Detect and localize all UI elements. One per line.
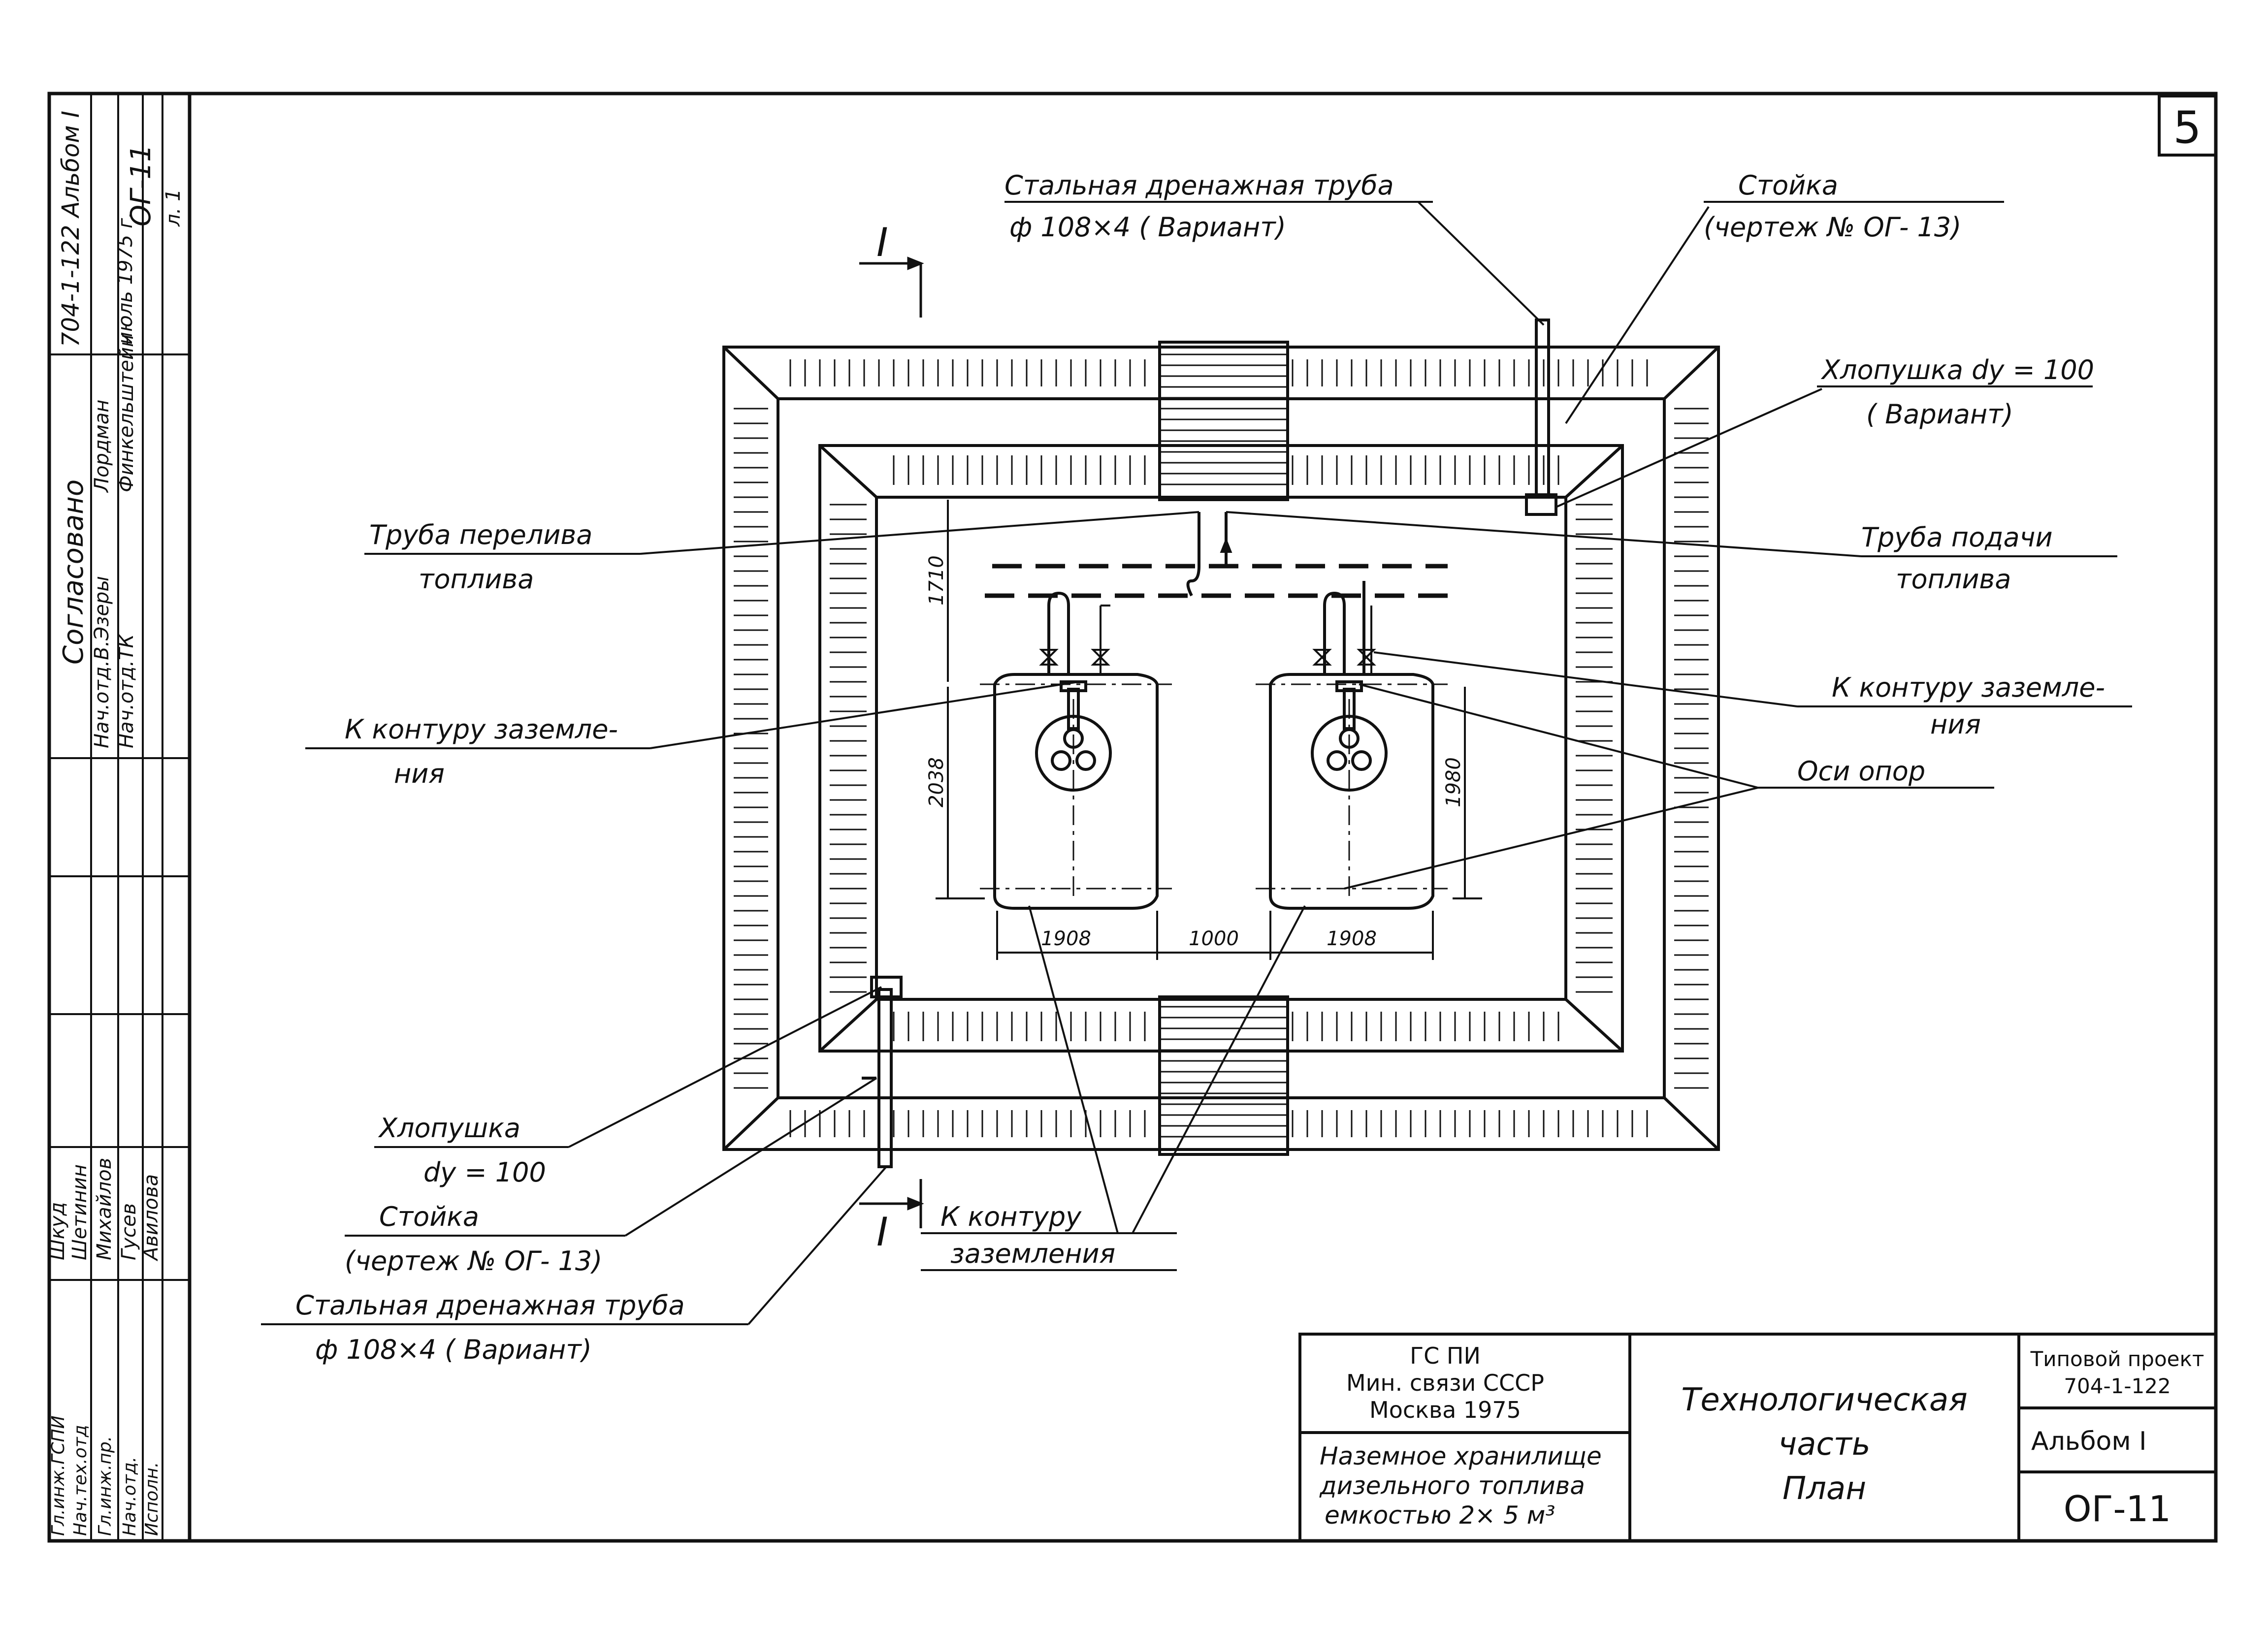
label-stand-top-1: Стойка (1738, 170, 1838, 201)
label-flap-bottom-1: Хлопушка (378, 1113, 520, 1144)
dim-1908-left: 1908 (1041, 927, 1091, 950)
side-role-1: Гл.инж.ГСПИ (48, 1415, 68, 1536)
side-project-ref: 704-1-122 Альбом I (57, 111, 85, 347)
fuel-pipes (985, 564, 1453, 598)
tb-project-1: Типовой проект (2030, 1347, 2204, 1371)
side-name-3: Михайлов (93, 1158, 116, 1260)
section-label-bottom: I (876, 1209, 888, 1255)
label-ground-left-2: ния (394, 758, 445, 789)
side-code: ОГ-11 (125, 144, 157, 226)
side-date: июль 1975 г. (114, 212, 137, 345)
title-block (1298, 1333, 2217, 1542)
label-drain-top-2: ф 108×4 ( Вариант) (1009, 212, 1286, 243)
label-supply-2: топлива (1896, 564, 2011, 595)
dim-2038: 2038 (925, 757, 948, 807)
title-block-text: ГС ПИ Мин. связи СССР Москва 1975 Наземн… (1319, 1342, 2204, 1530)
side-role-4: Нач.отд. (120, 1457, 140, 1536)
tb-code: ОГ-11 (2064, 1488, 2171, 1530)
section-mark-top (859, 256, 924, 318)
outer-frame (47, 92, 2218, 1543)
stairs (1158, 341, 1289, 1156)
side-approver-name-2: Финкельштейн (115, 334, 138, 492)
slope-hatching-sides (734, 408, 1709, 1089)
sheet-number: 5 (2173, 102, 2201, 154)
dim-1000: 1000 (1189, 927, 1239, 950)
side-strip (49, 94, 190, 1541)
stair-treads (1160, 353, 1288, 1138)
labels: Стальная дренажная труба ф 108×4 ( Вариа… (295, 170, 2105, 1365)
side-role-3: Гл.инж.пр. (95, 1436, 115, 1536)
label-flap-bottom-2: dу = 100 (423, 1157, 546, 1188)
tb-org-3: Москва 1975 (1369, 1397, 1521, 1423)
label-ground-bottom-1: К контуру (940, 1201, 1082, 1232)
label-support-axes: Оси опор (1797, 756, 1925, 787)
tb-sheet-title-1: Технологическая (1681, 1382, 1967, 1418)
label-ground-right-1: К контуру заземле- (1832, 672, 2105, 703)
label-flap-top-2: ( Вариант) (1866, 399, 2013, 430)
label-drain-top-1: Стальная дренажная труба (1004, 170, 1394, 201)
label-overflow-2: топлива (419, 564, 534, 595)
drain-pipe-top (1525, 319, 1557, 516)
dim-1710: 1710 (925, 555, 948, 606)
center-lines (980, 683, 1448, 901)
tb-sheet-title-2: часть (1778, 1426, 1870, 1463)
tb-object-2: дизельного топлива (1319, 1471, 1585, 1500)
side-role-5: Исполн. (142, 1462, 162, 1536)
dim-1980: 1980 (1442, 757, 1465, 807)
label-stand-top-2: (чертеж № ОГ- 13) (1704, 212, 1961, 243)
label-flap-top-1: Хлопушка dу = 100 (1820, 354, 2094, 385)
tb-sheet-title-3: План (1782, 1470, 1866, 1507)
side-role-2: Нач.тех.отд (70, 1425, 91, 1536)
label-stand-bottom-1: Стойка (379, 1201, 479, 1232)
slope-hatching (783, 359, 1659, 1137)
leader-lines (261, 201, 2132, 1325)
side-name-5: Авилова (140, 1174, 162, 1262)
label-drain-bottom-1: Стальная дренажная труба (295, 1290, 685, 1321)
dim-1908-right: 1908 (1327, 927, 1377, 950)
tb-org-1: ГС ПИ (1410, 1342, 1481, 1369)
tb-project-2: 704-1-122 (2064, 1374, 2171, 1398)
tb-object-3: емкостью 2× 5 м³ (1325, 1501, 1555, 1530)
side-name-4: Гусев (118, 1203, 140, 1260)
side-sheet: л. 1 (162, 189, 185, 227)
embankment (722, 346, 1720, 1151)
label-ground-right-2: ния (1930, 709, 1981, 740)
side-approver-1: Нач.отд.В.Эзеры (91, 576, 113, 748)
side-name-2: Шетинин (68, 1164, 91, 1260)
side-approver-2: Нач.отд.ТК (115, 633, 138, 748)
tb-album: Альбом I (2031, 1427, 2146, 1456)
side-approved: Согласовано (58, 479, 90, 665)
label-supply-1: Труба подачи (1861, 522, 2053, 553)
section-label-top: I (876, 220, 888, 265)
label-drain-bottom-2: ф 108×4 ( Вариант) (315, 1334, 592, 1365)
side-approver-name-1: Лордман (91, 400, 113, 493)
side-strip-texts: 704-1-122 Альбом I ОГ-11 июль 1975 г. л.… (46, 111, 185, 1536)
sheet-number-box (2158, 95, 2217, 157)
valves (1039, 605, 1376, 674)
label-stand-bottom-2: (чертеж № ОГ- 13) (345, 1245, 602, 1277)
label-ground-bottom-2: заземления (950, 1238, 1115, 1269)
tank-left (993, 673, 1159, 910)
label-overflow-1: Труба перелива (369, 519, 592, 550)
tb-org-2: Мин. связи СССР (1346, 1370, 1544, 1396)
dimension-lines (936, 500, 1482, 960)
side-name-1: Шкуд (46, 1202, 69, 1260)
label-ground-left-1: К контуру заземле- (345, 714, 618, 745)
section-mark-bottom (859, 1179, 924, 1228)
tb-object-1: Наземное хранилище (1320, 1442, 1602, 1470)
